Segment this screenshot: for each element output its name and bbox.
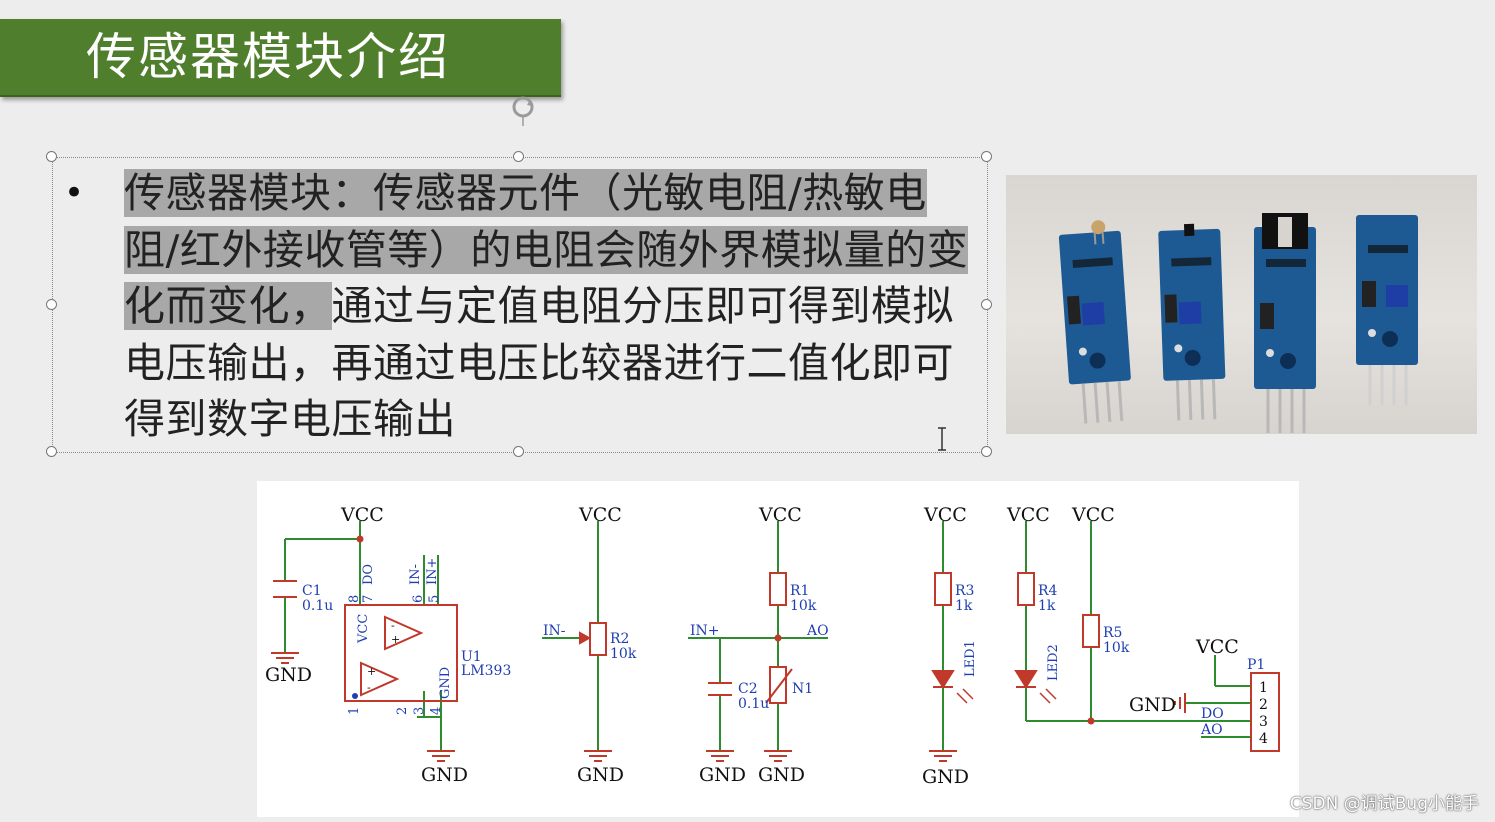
r3-value: 1k [955, 598, 973, 614]
vcc-label-6: VCC [1071, 504, 1115, 526]
p1-pin4: 4 [1259, 731, 1268, 747]
r5-label: R5 [1103, 625, 1122, 641]
vcc-label-7: VCC [1195, 636, 1239, 658]
sensor-modules-photo [1006, 175, 1477, 434]
slide-title[interactable]: 传感器模块介绍 [86, 28, 450, 86]
r5-value: 10k [1103, 640, 1130, 656]
pin1-label: 1 [347, 707, 362, 715]
u1-label: U1 [461, 649, 482, 665]
resize-handle-top-right[interactable] [981, 151, 992, 162]
do-label-u1: DO [361, 564, 376, 585]
resize-handle-top-left[interactable] [46, 151, 57, 162]
r1-value: 10k [790, 598, 817, 614]
r4-value: 1k [1038, 598, 1056, 614]
in-minus-label: IN- [543, 623, 566, 639]
r2-label: R2 [610, 631, 629, 647]
pin5-label: 5 [427, 595, 442, 603]
gnd-label-7: GND [1129, 694, 1176, 716]
schematic-drawing: VCC VCC VCC VCC VCC VCC VCC GND GND GND … [265, 504, 1280, 788]
p1-label: P1 [1247, 657, 1265, 673]
led2-label: LED2 [1046, 644, 1061, 681]
bullet-point: • [64, 173, 85, 213]
r4-label: R4 [1038, 583, 1058, 599]
resize-handle-middle-left[interactable] [46, 299, 57, 310]
led1-label: LED1 [963, 640, 978, 677]
module-thermistor [1158, 223, 1226, 421]
sensor-modules-illustration [1058, 213, 1418, 433]
pin2-label: 2 [395, 707, 410, 715]
pin3-label: 3 [412, 707, 427, 715]
unselected-text[interactable]: 通过与定值电阻分压即可得到模拟电压输出，再通过电压比较器进行二值化即可得到数字电… [124, 282, 954, 443]
n1-label: N1 [792, 681, 813, 697]
c1-label: C1 [302, 583, 322, 599]
gnd-label-6: GND [922, 766, 969, 788]
p1-pin1: 1 [1259, 680, 1268, 696]
r2-value: 10k [610, 646, 637, 662]
resize-handle-bottom-center[interactable] [513, 446, 524, 457]
pin7-label: 7 [361, 595, 376, 603]
vcc-label-2: VCC [578, 504, 622, 526]
rotate-handle-icon[interactable] [506, 92, 540, 126]
c2-value: 0.1u [738, 696, 769, 712]
in-plus-label: IN+ [690, 623, 720, 639]
gnd-label-5: GND [758, 764, 805, 786]
svg-text:+: + [391, 633, 400, 646]
slide-body-text[interactable]: 传感器模块：传感器元件（光敏电阻/热敏电阻/红外接收管等）的电阻会随外界模拟量的… [124, 165, 974, 448]
text-cursor-icon [938, 427, 946, 451]
svg-text:-: - [391, 619, 395, 632]
in-minus-label-u1: IN- [408, 564, 423, 585]
ao-label-p1: AO [1200, 722, 1223, 738]
pin4-label: 4 [429, 707, 444, 715]
vcc-label-4: VCC [923, 504, 967, 526]
ao-label-1: AO [806, 623, 829, 639]
pin6-label: 6 [411, 595, 426, 603]
resize-handle-bottom-right[interactable] [981, 446, 992, 457]
resize-handle-top-center[interactable] [513, 151, 524, 162]
p1-pin2: 2 [1259, 697, 1268, 713]
vcc-label-1: VCC [340, 504, 384, 526]
gnd-label-2: GND [421, 764, 468, 786]
circuit-schematic: VCC VCC VCC VCC VCC VCC VCC GND GND GND … [257, 481, 1299, 817]
c1-value: 0.1u [302, 598, 333, 614]
module-ir-receiver [1356, 215, 1418, 405]
module-photoresistor [1058, 220, 1131, 424]
u1-part: LM393 [461, 663, 511, 679]
c2-label: C2 [738, 681, 758, 697]
svg-text:-: - [367, 681, 371, 694]
vcc-label-5: VCC [1006, 504, 1050, 526]
csdn-watermark: CSDN @调试Bug小能手 [1289, 794, 1479, 814]
vcc-label-3: VCC [758, 504, 802, 526]
p1-pin3: 3 [1259, 714, 1268, 730]
gnd-label-1: GND [265, 664, 312, 686]
pin8-label: 8 [347, 595, 362, 603]
do-label-p1: DO [1201, 706, 1224, 722]
resize-handle-bottom-left[interactable] [46, 446, 57, 457]
gnd-label-4: GND [699, 764, 746, 786]
svg-text:+: + [367, 665, 376, 678]
u1-gnd-pin-label: GND [438, 667, 453, 699]
slide-title-bar: 传感器模块介绍 [0, 19, 561, 97]
r1-label: R1 [790, 583, 809, 599]
resize-handle-middle-right[interactable] [981, 299, 992, 310]
r3-label: R3 [955, 583, 974, 599]
module-slot-sensor [1254, 213, 1316, 433]
in-plus-label-u1: IN+ [425, 558, 440, 585]
gnd-label-3: GND [577, 764, 624, 786]
u1-vcc-pin-label: VCC [356, 614, 371, 644]
